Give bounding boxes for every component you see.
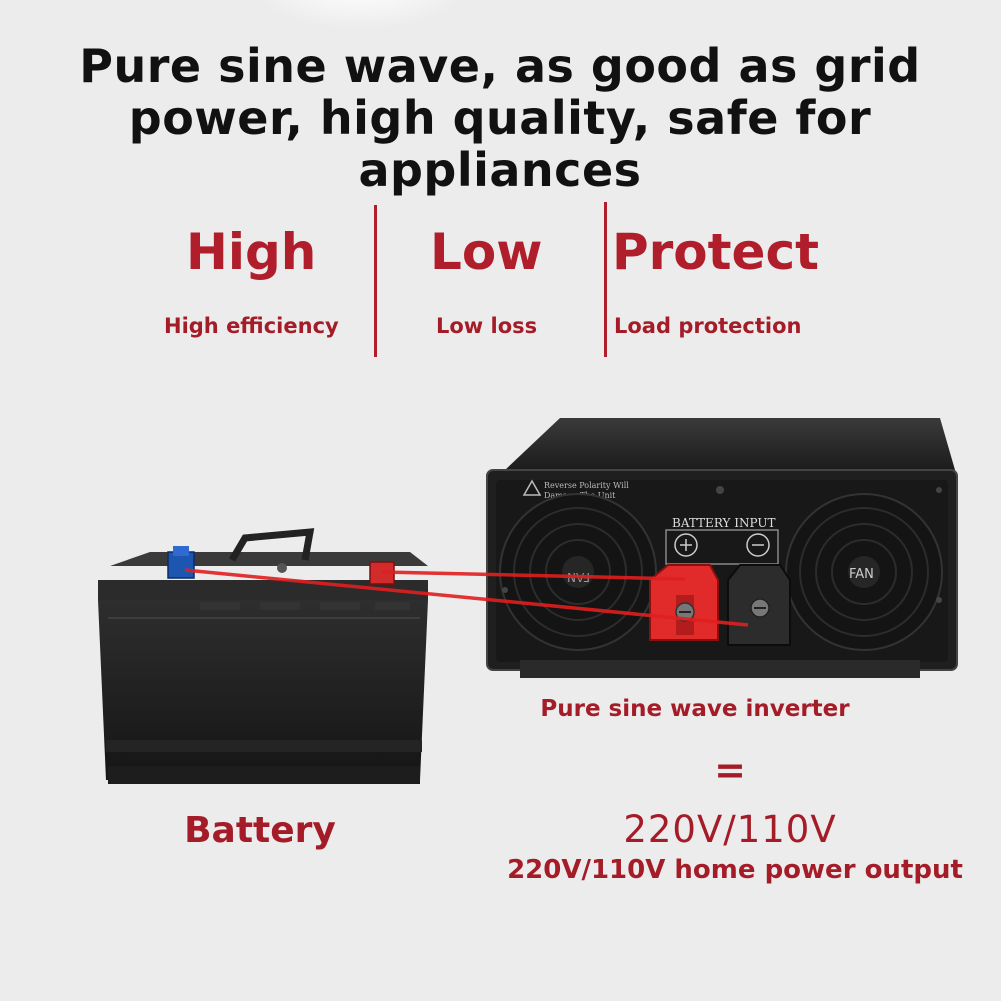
- voltage-label: 220V/110V: [623, 808, 837, 851]
- right-fan: FAN: [785, 493, 943, 651]
- feature-low: Low Low loss: [430, 222, 542, 338]
- minus-icon: [746, 533, 770, 557]
- feature-subtitle: High efficiency: [164, 314, 339, 338]
- inverter: Reverse Polarity Will Damage The Unit FA…: [486, 418, 958, 678]
- feature-divider: [604, 202, 607, 357]
- equals-sign: =: [714, 748, 746, 792]
- connection-lines: [184, 568, 749, 627]
- headline: Pure sine wave, as good as grid power, h…: [79, 39, 921, 197]
- inverter-label: Pure sine wave inverter: [540, 696, 850, 722]
- warning-text-line1: Reverse Polarity Will: [544, 481, 629, 490]
- feature-subtitle: Low loss: [436, 314, 538, 338]
- warning-icon: [522, 479, 542, 496]
- feature-divider: [374, 205, 377, 357]
- battery-negative-post: [167, 546, 195, 579]
- feature-title: High: [186, 223, 317, 281]
- negative-terminal: [727, 564, 791, 646]
- feature-title: Low: [430, 223, 543, 281]
- feature-subtitle: Load protection: [614, 314, 802, 338]
- power-output-label: 220V/110V home power output: [507, 855, 963, 885]
- positive-terminal: [649, 564, 719, 641]
- feature-title: Protect: [612, 223, 820, 281]
- feature-high: High High efficiency: [164, 222, 339, 338]
- left-fan: FAN: [499, 493, 657, 651]
- feature-protect: Protect Load protection: [612, 222, 819, 338]
- battery: [98, 528, 428, 784]
- battery-input-label: BATTERY INPUT: [672, 516, 775, 530]
- battery-label: Battery: [184, 810, 336, 851]
- plus-icon: [674, 533, 698, 557]
- fan-label-right: FAN: [849, 567, 874, 582]
